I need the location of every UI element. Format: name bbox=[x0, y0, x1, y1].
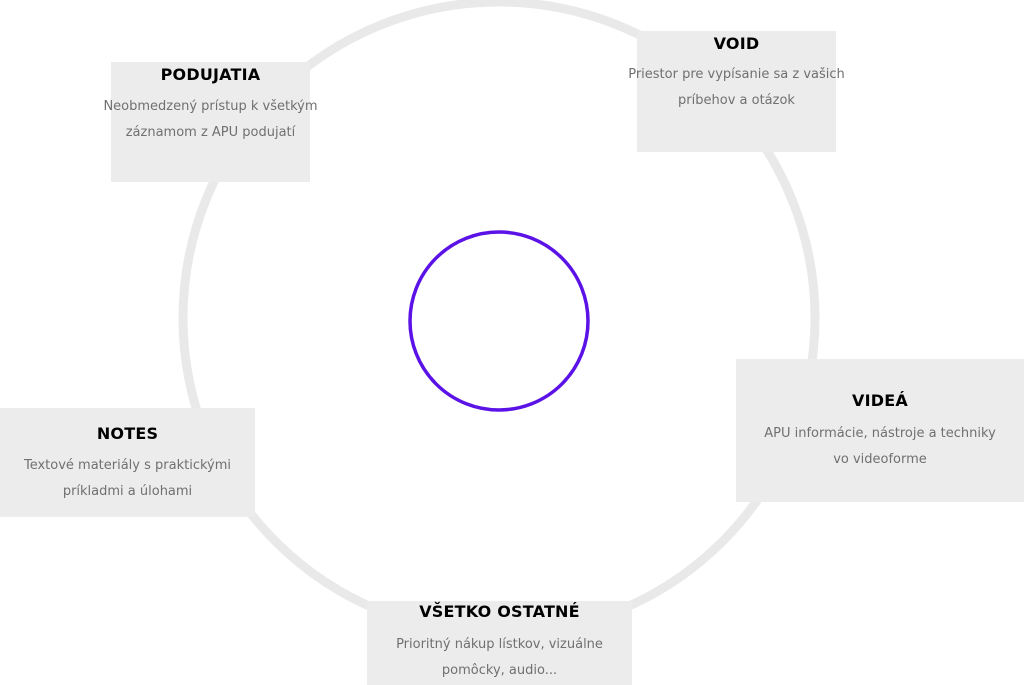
card-description-line: Priestor pre vypísanie sa z vašich bbox=[628, 67, 845, 82]
card-title: VOID bbox=[713, 34, 760, 53]
card-description-line: príkladmi a úlohami bbox=[62, 484, 193, 499]
card-title: VŠETKO OSTATNÉ bbox=[419, 602, 580, 621]
card-title: PODUJATIA bbox=[160, 65, 261, 84]
card-vsetko-ostatne[interactable]: VŠETKO OSTATNÉ Prioritný nákup lístkov, … bbox=[367, 601, 632, 685]
card-description-line: Neobmedzený prístup k všetkým bbox=[103, 99, 318, 114]
card-description: Neobmedzený prístup k všetkým záznamom z… bbox=[81, 94, 340, 146]
card-notes[interactable]: NOTES Textové materiály s praktickými pr… bbox=[0, 408, 255, 517]
center-circle bbox=[408, 230, 590, 412]
card-description-line: pomôcky, audio... bbox=[441, 663, 558, 678]
card-void[interactable]: VOID Priestor pre vypísanie sa z vašich … bbox=[628, 31, 845, 152]
card-description: APU informácie, nástroje a techniky vo v… bbox=[736, 421, 1024, 473]
card-description-line: APU informácie, nástroje a techniky bbox=[764, 426, 996, 441]
card-description: Prioritný nákup lístkov, vizuálne pomôck… bbox=[367, 632, 632, 684]
card-description-line: Prioritný nákup lístkov, vizuálne bbox=[396, 637, 603, 652]
card-title: NOTES bbox=[96, 424, 159, 443]
card-description-line: Textové materiály s praktickými bbox=[23, 458, 232, 473]
card-videa[interactable]: VIDEÁ APU informácie, nástroje a technik… bbox=[736, 359, 1024, 502]
card-description-line: príbehov a otázok bbox=[678, 93, 795, 108]
card-description: Textové materiály s praktickými príkladm… bbox=[0, 453, 255, 505]
card-description-line: vo videoforme bbox=[833, 452, 927, 467]
card-podujatia[interactable]: PODUJATIA Neobmedzený prístup k všetkým … bbox=[103, 62, 318, 182]
card-description: Priestor pre vypísanie sa z vašich príbe… bbox=[607, 62, 866, 114]
card-description-line: záznamom z APU podujatí bbox=[125, 125, 296, 140]
card-title: VIDEÁ bbox=[852, 391, 908, 410]
